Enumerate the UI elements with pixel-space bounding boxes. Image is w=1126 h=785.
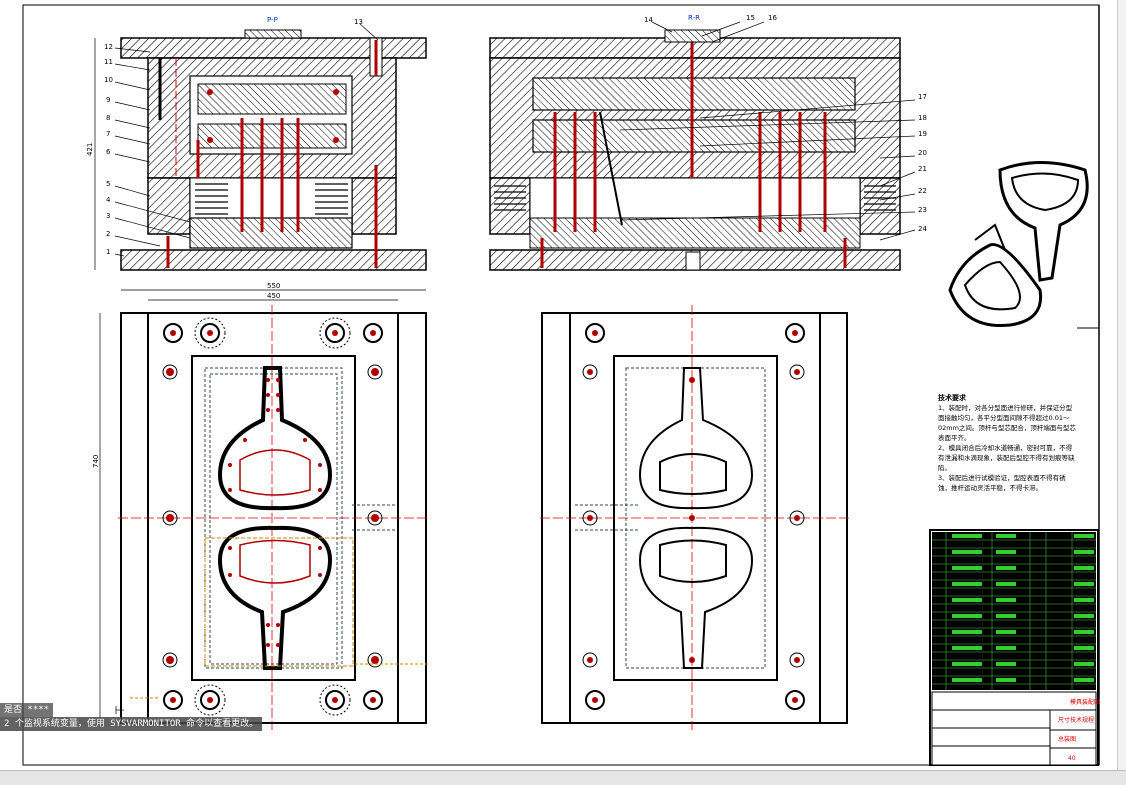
part-label: 1 bbox=[106, 248, 110, 256]
tech-notes-heading: 技术要求 bbox=[938, 394, 966, 402]
horizontal-scrollbar[interactable] bbox=[0, 770, 1126, 785]
section-view-left: P-P bbox=[120, 16, 427, 271]
leaders-right bbox=[619, 21, 916, 241]
part-label: 6 bbox=[106, 148, 111, 156]
part-label: 5 bbox=[106, 180, 110, 188]
cavity-outline-right bbox=[638, 367, 754, 669]
part-label: 8 bbox=[106, 114, 110, 122]
title-block-company: 尺寸技术规程 bbox=[1058, 716, 1094, 724]
vertical-scrollbar[interactable] bbox=[1117, 0, 1126, 770]
part-label: 7 bbox=[106, 130, 110, 138]
part-label: 24 bbox=[918, 225, 927, 233]
part-label: 15 bbox=[746, 14, 755, 22]
part-labels-right: 14 15 16 17 18 19 20 21 22 23 24 bbox=[644, 14, 927, 233]
dim-450: 450 bbox=[267, 292, 280, 300]
right-section-title: R-R bbox=[688, 14, 700, 22]
part-label: 20 bbox=[918, 149, 927, 157]
part-label: 17 bbox=[918, 93, 927, 101]
title-block: 模具装配图 尺寸技术规程 总装图 40 bbox=[929, 529, 1100, 766]
part-label: 9 bbox=[106, 96, 110, 104]
cavity-outline-left bbox=[217, 366, 333, 670]
tech-note-item: 2、模具闭合后冷却水道畅通，密封可靠，不得有泄漏和水滴现象，装配后型腔不得有划痕… bbox=[938, 444, 1075, 472]
command-line-message[interactable]: 2 个监视系统变量，使用 SYSVARMONITOR 命令以查看更改。 bbox=[0, 717, 263, 731]
title-block-name: 模具装配图 bbox=[1070, 698, 1100, 706]
part-label: 11 bbox=[104, 58, 113, 66]
command-history-line: 是否 **** bbox=[0, 703, 54, 717]
part-label: 12 bbox=[104, 43, 113, 51]
part-labels-left: 12 11 10 9 8 7 6 5 4 3 2 1 13 bbox=[104, 18, 363, 256]
tech-note-item: 3、装配后进行试模验证，型腔表面不得有锈蚀，推杆运动灵活平稳，不得卡滞。 bbox=[938, 474, 1066, 492]
part-label: 16 bbox=[768, 14, 777, 22]
part-label: 13 bbox=[354, 18, 363, 26]
part-label: 3 bbox=[106, 212, 110, 220]
technical-requirements-note: 技术要求 1、装配时，对各分型面进行修研，并保证分型面接触均匀，各平分型面间隙不… bbox=[938, 393, 1078, 493]
part-label: 10 bbox=[104, 76, 113, 84]
dim-421: 421 bbox=[86, 143, 94, 156]
section-view-right: R-R bbox=[489, 14, 901, 271]
part-label: 21 bbox=[918, 165, 927, 173]
part-label: 18 bbox=[918, 114, 927, 122]
title-block-drawing-no: 总装图 bbox=[1058, 735, 1076, 743]
dim-550: 550 bbox=[267, 282, 280, 290]
title-block-sheet: 40 bbox=[1068, 755, 1076, 762]
part-label: 2 bbox=[106, 230, 110, 238]
part-label: 14 bbox=[644, 16, 653, 24]
tech-note-item: 1、装配时，对各分型面进行修研，并保证分型面接触均匀，各平分型面间隙不得超过0.… bbox=[938, 404, 1076, 442]
part-label: 19 bbox=[918, 130, 927, 138]
left-section-title: P-P bbox=[267, 16, 278, 24]
plan-view-left: 550 450 740 bbox=[92, 282, 430, 730]
part-isometric-view bbox=[948, 161, 1089, 328]
part-label: 4 bbox=[106, 196, 111, 204]
part-label: 23 bbox=[918, 206, 927, 214]
part-label: 22 bbox=[918, 187, 927, 195]
plan-view-right bbox=[540, 305, 850, 730]
leaders-left bbox=[114, 23, 379, 257]
dim-740: 740 bbox=[92, 455, 100, 468]
